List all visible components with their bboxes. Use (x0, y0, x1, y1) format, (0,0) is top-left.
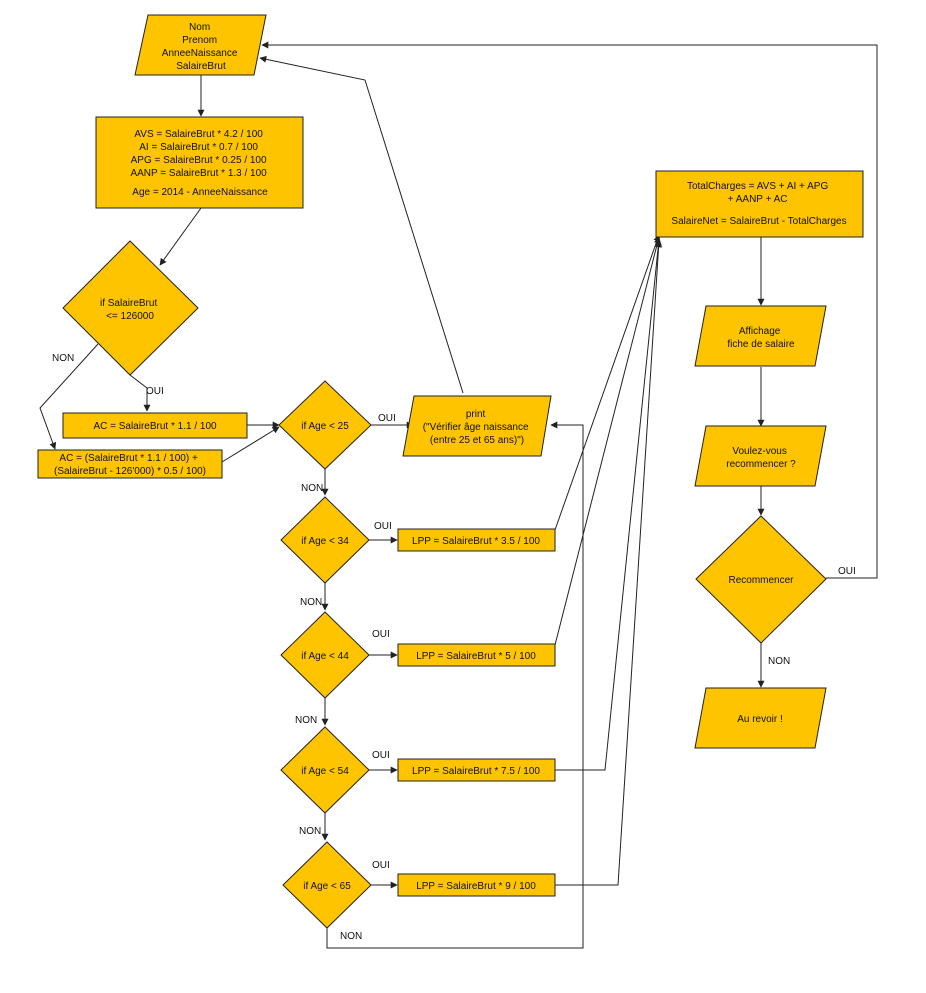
edge-lpp34-to-totals (554, 234, 661, 531)
calc-line-aanp: AANP = SalaireBrut * 1.3 / 100 (130, 168, 267, 179)
ac1-box (62, 412, 248, 439)
ac2-box (37, 449, 223, 479)
print-parallelogram (402, 395, 552, 457)
calc-line-apg: APG = SalaireBrut * 0.25 / 100 (131, 155, 267, 166)
shapes (37, 14, 864, 929)
label-age44-oui: OUI (372, 629, 390, 640)
decision-recommencer-text: Recommencer (728, 575, 794, 586)
aurevoir-text: Au revoir ! (737, 714, 783, 725)
decision-salaire-line1: if SalaireBrut (100, 298, 157, 309)
edge-labels: NON OUI OUI NON OUI NON OUI NON OUI NON … (52, 353, 856, 942)
label-age65-non: NON (340, 931, 362, 942)
lpp44-box (397, 643, 556, 667)
input-text: Nom Prenom AnneeNaissance SalaireBrut (162, 22, 240, 72)
edge-age65-non (326, 421, 584, 949)
input-line-nom: Nom (189, 22, 210, 33)
lpp34-box (397, 528, 556, 552)
label-age34-non: NON (300, 597, 322, 608)
edge-salaire-non (39, 343, 99, 450)
label-age25-oui: OUI (378, 413, 396, 424)
ac2-line1: AC = (SalaireBrut * 1.1 / 100) + (59, 453, 198, 464)
edge-salaire-oui (129, 374, 151, 412)
label-age54-oui: OUI (372, 750, 390, 761)
decision-age-34-text: if Age < 34 (301, 536, 349, 547)
lpp54-box (397, 758, 556, 782)
edge-print-to-input (259, 55, 464, 394)
input-line-salaire: SalaireBrut (176, 61, 226, 72)
decision-salaire-text: if SalaireBrut <= 126000 (100, 298, 160, 322)
lpp54-text: LPP = SalaireBrut * 7.5 / 100 (412, 766, 540, 777)
input-parallelogram (134, 14, 267, 76)
totals-line2: + AANP + AC (728, 194, 788, 205)
print-line2: ("Vérifier âge naissance (423, 422, 529, 433)
decision-age-65 (282, 841, 372, 929)
print-text: print ("Vérifier âge naissance (entre 25… (423, 409, 532, 446)
decision-age-44-text: if Age < 44 (301, 651, 349, 662)
edge-lpp44-to-totals (554, 236, 661, 646)
print-line3: (entre 25 et 65 ans)") (430, 435, 524, 446)
node-text: Nom Prenom AnneeNaissance SalaireBrut AV… (54, 22, 847, 892)
decision-age-34 (280, 496, 370, 584)
lpp65-text: LPP = SalaireBrut * 9 / 100 (416, 881, 536, 892)
edge-lpp54-to-totals (555, 238, 662, 771)
label-age44-non: NON (295, 715, 317, 726)
affichage-parallelogram (694, 305, 827, 367)
label-recommencer-oui: OUI (838, 566, 856, 577)
print-line1: print (466, 409, 486, 420)
calc-line-age: Age = 2014 - AnneeNaissance (132, 187, 268, 198)
ac2-text: AC = (SalaireBrut * 1.1 / 100) + (Salair… (54, 453, 206, 477)
label-age34-oui: OUI (374, 521, 392, 532)
affichage-line1: Affichage (739, 326, 781, 337)
voulez-text: Voulez-vous recommencer ? (726, 446, 796, 470)
label-salaire-non: NON (52, 353, 74, 364)
edge-lpp65-to-totals (555, 240, 663, 886)
affichage-text: Affichage fiche de salaire (727, 326, 795, 350)
totals-text: TotalCharges = AVS + AI + APG + AANP + A… (671, 181, 846, 227)
calc-line-ai: AI = SalaireBrut * 0.7 / 100 (139, 142, 258, 153)
calc-text: AVS = SalaireBrut * 4.2 / 100 AI = Salai… (130, 129, 269, 198)
label-recommencer-non: NON (768, 656, 790, 667)
calc-line-avs: AVS = SalaireBrut * 4.2 / 100 (134, 129, 263, 140)
label-age65-oui: OUI (372, 860, 390, 871)
label-salaire-oui: OUI (146, 386, 164, 397)
decision-age-25 (278, 380, 372, 470)
decision-recommencer (695, 515, 827, 644)
decision-age-65-text: if Age < 65 (303, 881, 351, 892)
input-line-annee: AnneeNaissance (162, 48, 238, 59)
affichage-line2: fiche de salaire (727, 339, 795, 350)
decision-age-54-text: if Age < 54 (301, 766, 349, 777)
label-age54-non: NON (299, 826, 321, 837)
aurevoir-parallelogram (694, 687, 827, 749)
lpp34-text: LPP = SalaireBrut * 3.5 / 100 (412, 536, 540, 547)
input-line-prenom: Prenom (182, 35, 217, 46)
decision-age-25-text: if Age < 25 (301, 421, 349, 432)
decision-salaire-line2: <= 126000 (106, 311, 154, 322)
lpp65-box (397, 873, 556, 897)
decision-age-44 (280, 611, 370, 699)
edge-ac2-to-age25 (221, 426, 280, 463)
totals-line1: TotalCharges = AVS + AI + APG (687, 181, 829, 192)
voulez-line1: Voulez-vous (732, 446, 786, 457)
lpp44-text: LPP = SalaireBrut * 5 / 100 (416, 651, 536, 662)
edge-calc-to-decision (159, 207, 202, 266)
decision-age-54 (280, 726, 370, 814)
ac2-line2: (SalaireBrut - 126'000) * 0.5 / 100) (54, 466, 206, 477)
voulez-parallelogram (694, 425, 827, 487)
totals-box (655, 170, 864, 238)
decision-salaire (62, 240, 199, 376)
totals-line3: SalaireNet = SalaireBrut - TotalCharges (671, 216, 846, 227)
calc-box (95, 116, 304, 209)
voulez-line2: recommencer ? (726, 459, 796, 470)
ac1-text: AC = SalaireBrut * 1.1 / 100 (93, 421, 217, 432)
label-age25-non: NON (301, 483, 323, 494)
edge-recommencer-oui (261, 41, 878, 579)
connectors (39, 41, 878, 949)
